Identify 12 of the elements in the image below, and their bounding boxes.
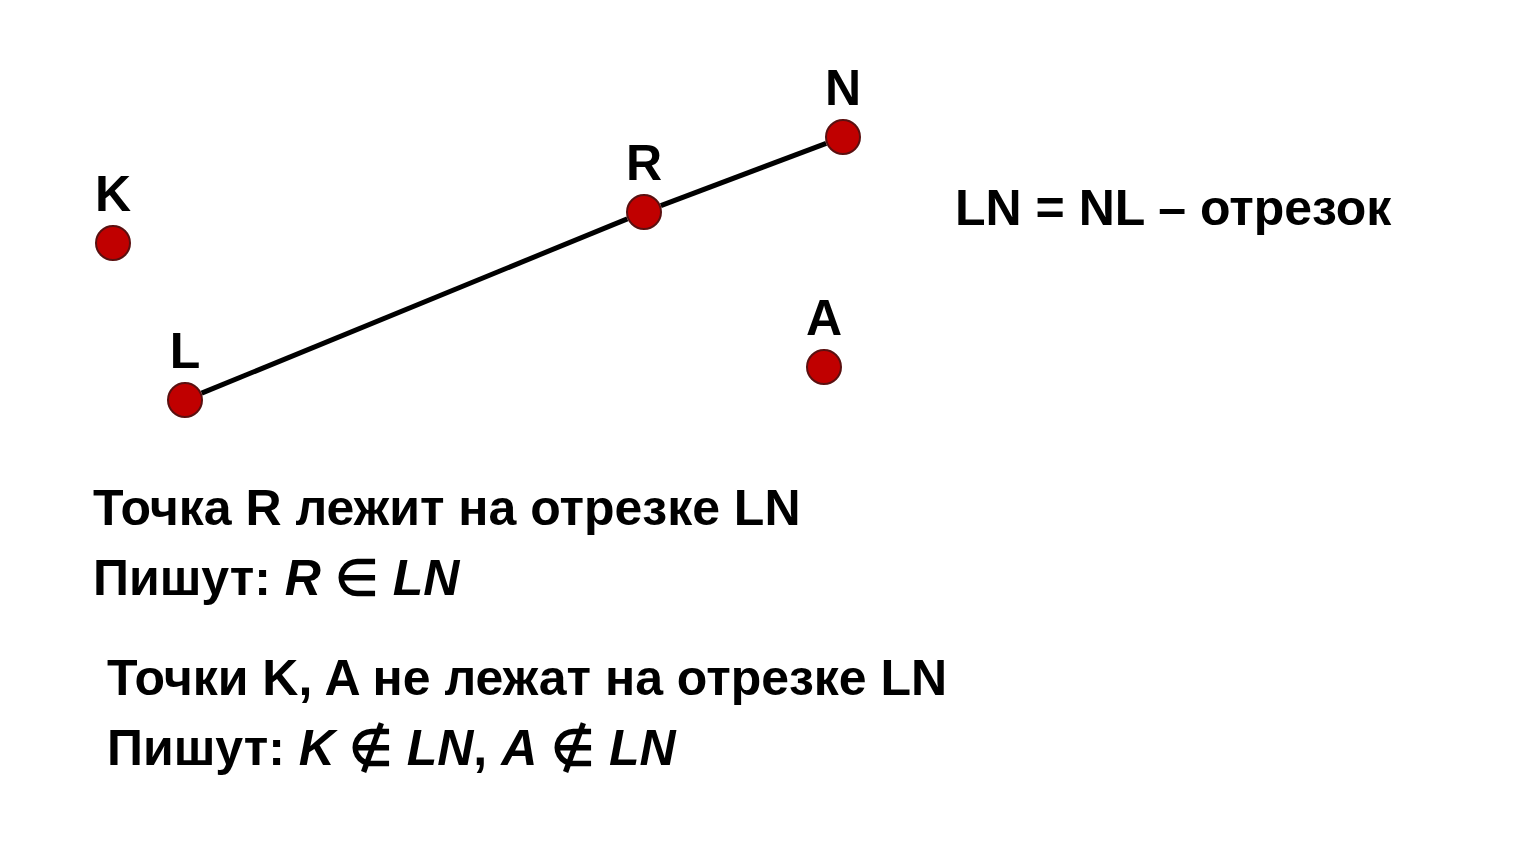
note-text: Точки K, A не лежат на отрезке LN — [107, 649, 948, 708]
note-text: Точка R лежит на отрезке LN — [93, 479, 801, 538]
note-text: Пишут: R ∈ LN — [93, 549, 460, 608]
note-text: Пишут: K ∉ LN, A ∉ LN — [107, 719, 676, 778]
point-label: L — [169, 326, 201, 376]
line-segment — [659, 141, 828, 208]
point-label: R — [625, 138, 663, 188]
point-label: A — [805, 293, 843, 343]
point-label: N — [824, 63, 862, 113]
line-segment — [200, 216, 629, 396]
point-label: K — [94, 169, 132, 219]
note-text: LN = NL – отрезок — [955, 179, 1392, 238]
